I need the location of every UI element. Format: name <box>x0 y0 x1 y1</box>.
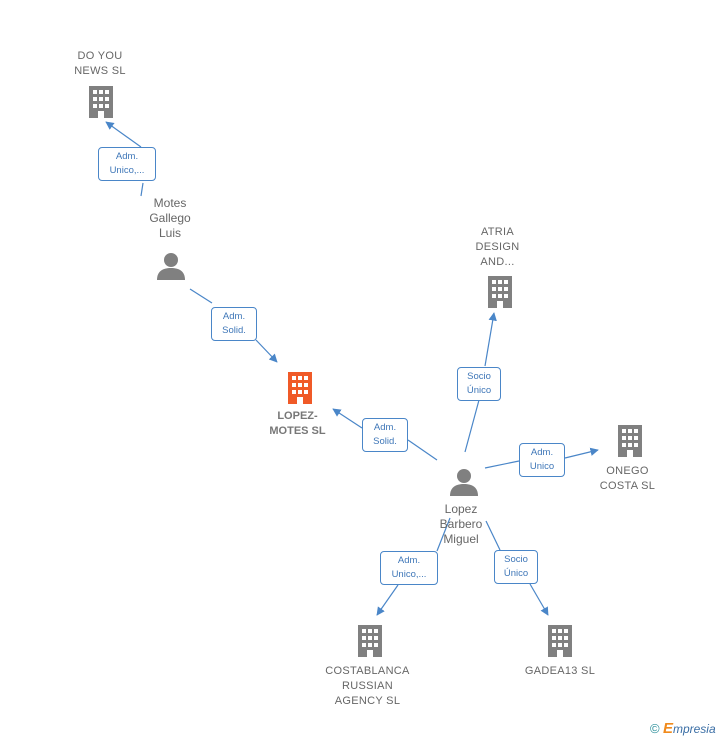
building-icon[interactable] <box>285 370 315 406</box>
node-label-do-you-news[interactable]: DO YOU NEWS SL <box>74 50 126 77</box>
node-label-lopez-motes-sl[interactable]: LOPEZ- MOTES SL <box>269 410 326 437</box>
person-icon[interactable] <box>155 250 187 282</box>
edge-label-adm-unico[interactable]: Adm. Unico,... <box>380 551 438 585</box>
edge-label-socio-unico[interactable]: Socio Único <box>494 550 538 584</box>
edge-line <box>529 583 549 616</box>
edge-line <box>436 517 451 552</box>
edge-line <box>464 399 480 453</box>
node-label-atria-design[interactable]: ATRIA DESIGN AND... <box>475 226 520 268</box>
node-label-gadea13[interactable]: GADEA13 SL <box>524 665 596 677</box>
node-label-lopez-barbero-miguel[interactable]: Lopez Barbero Miguel <box>439 502 483 546</box>
building-icon[interactable] <box>86 84 116 120</box>
edge-line <box>484 460 520 469</box>
edge-label-adm-solid[interactable]: Adm. Solid. <box>362 418 408 452</box>
edge-line <box>376 584 399 616</box>
brand-name: mpresia <box>672 722 716 736</box>
edge-label-adm-solid[interactable]: Adm. Solid. <box>211 307 257 341</box>
brand-initial: E <box>662 720 673 737</box>
node-label-onego-costa[interactable]: ONEGO COSTA SL <box>599 465 656 492</box>
building-icon[interactable] <box>485 274 515 310</box>
edge-line <box>140 182 144 197</box>
building-icon[interactable] <box>355 623 385 659</box>
edge-line <box>564 447 599 459</box>
edge-line <box>255 339 278 363</box>
building-icon[interactable] <box>615 423 645 459</box>
edge-line <box>189 288 213 304</box>
edge-line <box>407 439 438 461</box>
person-icon[interactable] <box>448 466 480 498</box>
edge-label-adm-unico[interactable]: Adm. Unico,... <box>98 147 156 181</box>
copyright-symbol: © <box>650 721 660 736</box>
edge-line <box>485 520 501 551</box>
building-icon[interactable] <box>545 623 575 659</box>
edge-label-socio-unico[interactable]: Socio Único <box>457 367 501 401</box>
empresia-logo: © Empresia <box>650 720 716 737</box>
edge-line <box>484 312 497 367</box>
node-label-costablanca[interactable]: COSTABLANCA RUSSIAN AGENCY SL <box>325 665 410 707</box>
edge-label-adm-unico[interactable]: Adm. Unico <box>519 443 565 477</box>
edge-line <box>332 408 363 429</box>
node-label-motes-gallego-luis[interactable]: Motes Gallego Luis <box>149 196 191 240</box>
edge-line <box>105 121 142 148</box>
